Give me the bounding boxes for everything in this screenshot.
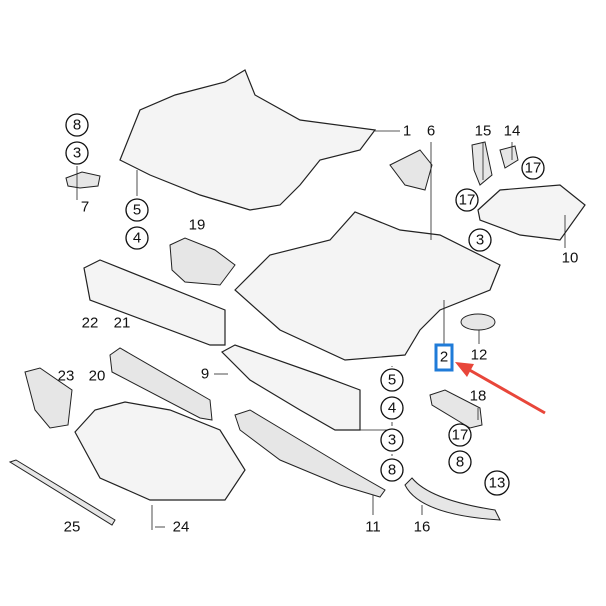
callout-17[interactable]: 17	[459, 192, 476, 209]
part-21-bar	[109, 347, 213, 421]
part-10-rear-panel	[477, 184, 586, 241]
callout-8[interactable]: 8	[388, 462, 396, 479]
callout-3[interactable]: 3	[73, 145, 81, 162]
callout-2-highlighted[interactable]: 2	[440, 349, 448, 366]
leader-lines	[76, 130, 566, 528]
callout-19[interactable]: 19	[189, 217, 206, 234]
callout-1[interactable]: 1	[403, 123, 411, 140]
part-7-bracket	[65, 171, 101, 189]
callout-3[interactable]: 3	[388, 432, 396, 449]
red-arrow-shaft	[465, 366, 546, 415]
part-2-main-underbody-panel	[234, 211, 501, 361]
part-23-deflector	[24, 367, 73, 429]
callout-6[interactable]: 6	[427, 123, 435, 140]
callout-8[interactable]: 8	[73, 117, 81, 134]
callout-17[interactable]: 17	[452, 427, 469, 444]
part-1-front-underbody-panel	[119, 69, 377, 211]
callout-16[interactable]: 16	[414, 519, 431, 536]
part-25-rod	[8, 459, 116, 526]
part-11-trim	[234, 409, 386, 498]
part-16-wheel-arch-trim	[404, 477, 501, 521]
part-15-bracket	[471, 141, 493, 186]
callout-18[interactable]: 18	[470, 388, 487, 405]
callout-23[interactable]: 23	[58, 368, 75, 385]
callout-7[interactable]: 7	[81, 199, 89, 216]
part-14-bracket	[499, 145, 519, 169]
part-6-bracket	[389, 149, 433, 191]
callout-3[interactable]: 3	[476, 232, 484, 249]
callout-24[interactable]: 24	[173, 519, 190, 536]
callout-13[interactable]: 13	[489, 475, 506, 492]
part-18-bracket	[429, 389, 483, 429]
callout-circles	[65, 113, 545, 496]
callout-25[interactable]: 25	[64, 519, 81, 536]
callout-12[interactable]: 12	[471, 347, 488, 364]
callout-9[interactable]: 9	[201, 366, 209, 383]
part-19-bracket	[169, 237, 236, 286]
callout-4[interactable]: 4	[133, 230, 141, 247]
callout-11[interactable]: 11	[365, 519, 381, 536]
callout-4[interactable]: 4	[388, 400, 396, 417]
callout-21[interactable]: 21	[114, 315, 131, 332]
callout-8[interactable]: 8	[456, 454, 464, 471]
callout-5[interactable]: 5	[133, 202, 141, 219]
part-20-front-undertray	[74, 401, 246, 501]
callout-17[interactable]: 17	[525, 160, 542, 177]
part-22-cross-member	[83, 259, 226, 346]
callout-20[interactable]: 20	[89, 368, 106, 385]
callout-15[interactable]: 15	[475, 123, 492, 140]
red-arrow-head	[455, 362, 474, 377]
callout-5[interactable]: 5	[388, 372, 396, 389]
callout-14[interactable]: 14	[504, 123, 521, 140]
highlight-box-part-2	[434, 343, 454, 372]
callout-10[interactable]: 10	[562, 250, 579, 267]
part-12-cap	[460, 313, 496, 331]
callout-22[interactable]: 22	[82, 315, 99, 332]
